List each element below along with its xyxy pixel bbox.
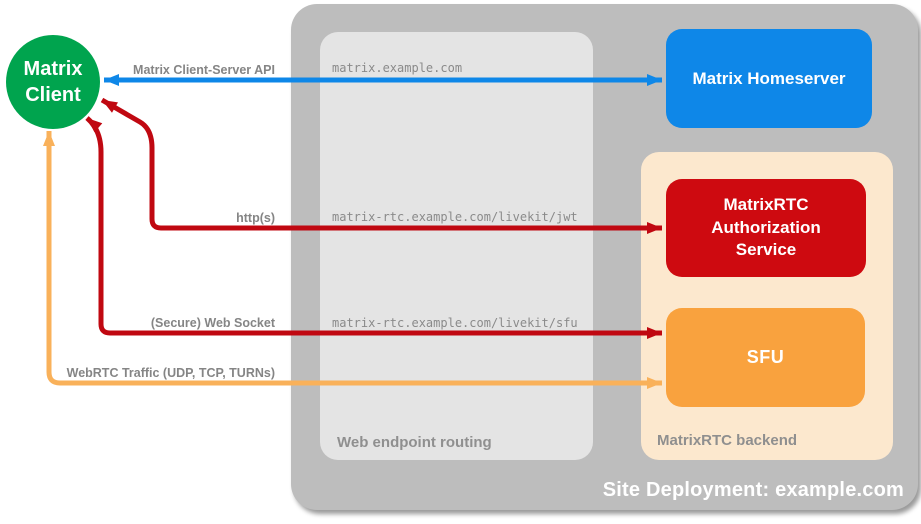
matrixrtc-backend-label: MatrixRTC backend bbox=[657, 432, 798, 449]
connection-label-client-server-api: Matrix Client-Server API bbox=[133, 63, 275, 77]
matrixrtc-authorization-service-node: MatrixRTC Authorization Service bbox=[666, 179, 866, 277]
sfu-label: SFU bbox=[746, 347, 785, 367]
connection-label-webrtc-traffic: WebRTC Traffic (UDP, TCP, TURNs) bbox=[66, 366, 275, 380]
web-endpoint-routing-label: Web endpoint routing bbox=[337, 434, 492, 451]
matrix-client-label: Matrix Client bbox=[23, 58, 83, 106]
endpoint-url-livekit-sfu: matrix-rtc.example.com/livekit/sfu bbox=[332, 316, 578, 330]
endpoint-url-homeserver: matrix.example.com bbox=[332, 61, 463, 75]
connection-label-https: http(s) bbox=[236, 211, 275, 225]
web-endpoint-routing-box: Web endpoint routing bbox=[320, 32, 593, 460]
connection-label-web-socket: (Secure) Web Socket bbox=[150, 316, 275, 330]
matrix-homeserver-label: Matrix Homeserver bbox=[692, 68, 846, 88]
matrixrtc-authorization-service-label: MatrixRTC Authorization Service bbox=[711, 194, 821, 260]
matrix-client-node: Matrix Client bbox=[6, 35, 100, 129]
endpoint-url-livekit-jwt: matrix-rtc.example.com/livekit/jwt bbox=[332, 210, 578, 224]
sfu-node: SFU bbox=[666, 308, 865, 407]
site-deployment-label: Site Deployment: example.com bbox=[602, 479, 904, 501]
matrix-homeserver-node: Matrix Homeserver bbox=[666, 29, 872, 128]
